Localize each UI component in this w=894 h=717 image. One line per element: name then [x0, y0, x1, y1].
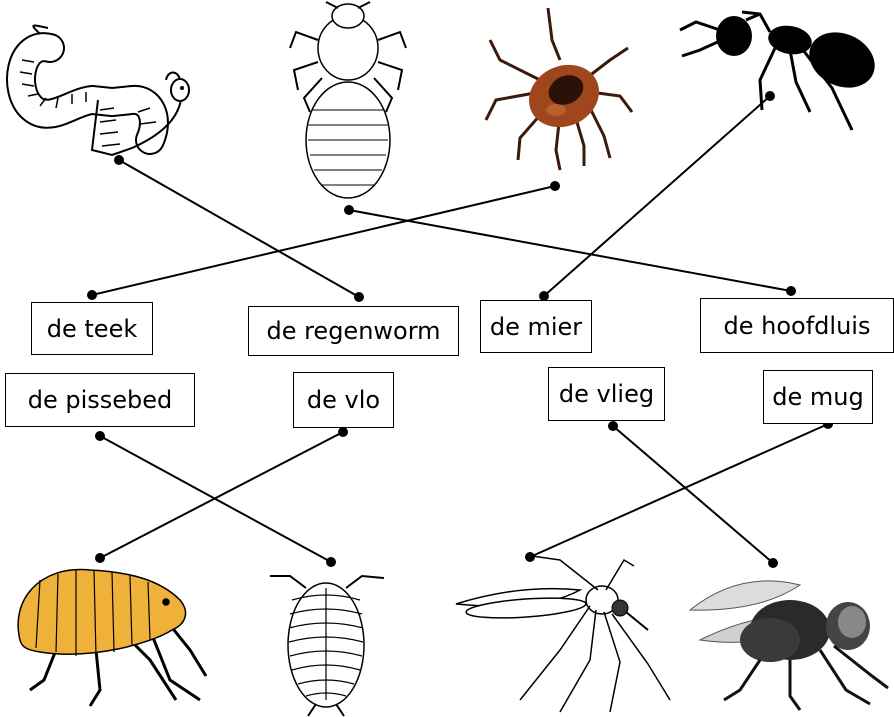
- connector-woodlouse: [100, 436, 331, 562]
- picture-dot-ant[interactable]: [765, 91, 775, 101]
- label-mug[interactable]: de mug: [763, 370, 873, 424]
- connector-tick: [92, 186, 555, 295]
- picture-dot-fly[interactable]: [768, 558, 778, 568]
- connector-mosquito: [530, 424, 828, 557]
- fly-icon: [690, 581, 888, 710]
- label-mier[interactable]: de mier: [480, 300, 592, 353]
- label-dot-earthworm[interactable]: [354, 292, 364, 302]
- label-regenworm[interactable]: de regenworm: [248, 306, 459, 356]
- label-dot-tick[interactable]: [87, 290, 97, 300]
- label-teek[interactable]: de teek: [31, 302, 153, 355]
- label-dot-fly[interactable]: [608, 421, 618, 431]
- picture-dot-mosquito[interactable]: [525, 552, 535, 562]
- label-dot-woodlouse[interactable]: [95, 431, 105, 441]
- head-louse-icon: [290, 2, 406, 198]
- label-dot-head-louse[interactable]: [786, 286, 796, 296]
- ant-icon: [680, 12, 884, 130]
- woodlouse-icon: [270, 576, 384, 716]
- picture-dot-woodlouse[interactable]: [326, 557, 336, 567]
- flea-icon: [18, 570, 206, 706]
- connector-head-louse: [349, 210, 791, 291]
- picture-dot-flea[interactable]: [95, 553, 105, 563]
- picture-dot-tick[interactable]: [550, 181, 560, 191]
- label-hoofdluis[interactable]: de hoofdluis: [700, 298, 894, 353]
- label-vlieg[interactable]: de vlieg: [548, 367, 665, 421]
- connector-fly: [613, 426, 773, 563]
- picture-dot-earthworm[interactable]: [114, 155, 124, 165]
- mosquito-icon: [456, 556, 670, 712]
- picture-dot-head-louse[interactable]: [344, 205, 354, 215]
- tick-icon: [486, 8, 632, 170]
- label-dot-flea[interactable]: [338, 427, 348, 437]
- label-pissebed[interactable]: de pissebed: [5, 373, 195, 427]
- label-vlo[interactable]: de vlo: [293, 372, 394, 428]
- earthworm-icon: [20, 26, 189, 155]
- connector-flea: [100, 432, 343, 558]
